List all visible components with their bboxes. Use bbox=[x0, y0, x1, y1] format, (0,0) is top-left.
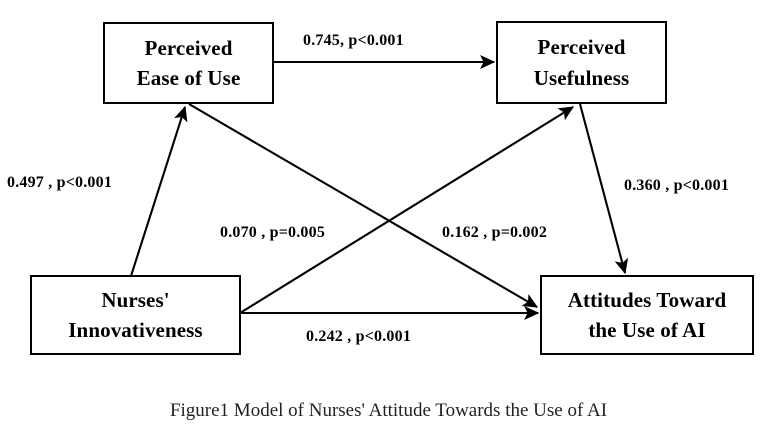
node-label-line2: Usefulness bbox=[533, 65, 630, 90]
node-label-line1: Attitudes Toward bbox=[567, 287, 727, 312]
node-nurses-innovativeness[interactable]: Nurses' Innovativeness bbox=[30, 275, 241, 355]
node-attitudes-toward-use-of-ai[interactable]: Attitudes Toward the Use of AI bbox=[540, 275, 754, 355]
node-label-line2: the Use of AI bbox=[588, 318, 706, 342]
node-label-line2: Ease of Use bbox=[136, 66, 241, 90]
edge-label-peou-to-pu: 0.745, p<0.001 bbox=[303, 32, 404, 49]
edge-ni-to-pu bbox=[239, 106, 575, 314]
node-label-line1: Perceived bbox=[144, 35, 233, 60]
node-label-line2: Innovativeness bbox=[68, 318, 203, 342]
edge-label-ni-to-pu: 0.070 , p=0.005 bbox=[220, 224, 326, 241]
edge-ni-to-peou bbox=[129, 105, 188, 277]
edge-label-ni-to-attitudes: 0.242 , p<0.001 bbox=[306, 328, 412, 345]
edge-peou-to-attitudes bbox=[188, 103, 539, 308]
edge-label-pu-to-attitudes: 0.360 , p<0.001 bbox=[624, 177, 730, 194]
edge-label-ni-to-peou: 0.497 , p<0.001 bbox=[7, 174, 113, 191]
node-label-line1: Nurses' bbox=[101, 287, 170, 312]
edge-pu-to-attitudes bbox=[578, 103, 629, 275]
edge-label-peou-to-attitudes: 0.162 , p=0.002 bbox=[442, 224, 548, 241]
node-perceived-usefulness[interactable]: Perceived Usefulness bbox=[496, 21, 667, 104]
node-perceived-ease-of-use[interactable]: Perceived Ease of Use bbox=[103, 22, 274, 104]
node-label-line1: Perceived bbox=[537, 35, 626, 60]
figure-caption: Figure1 Model of Nurses' Attitude Toward… bbox=[169, 400, 608, 421]
